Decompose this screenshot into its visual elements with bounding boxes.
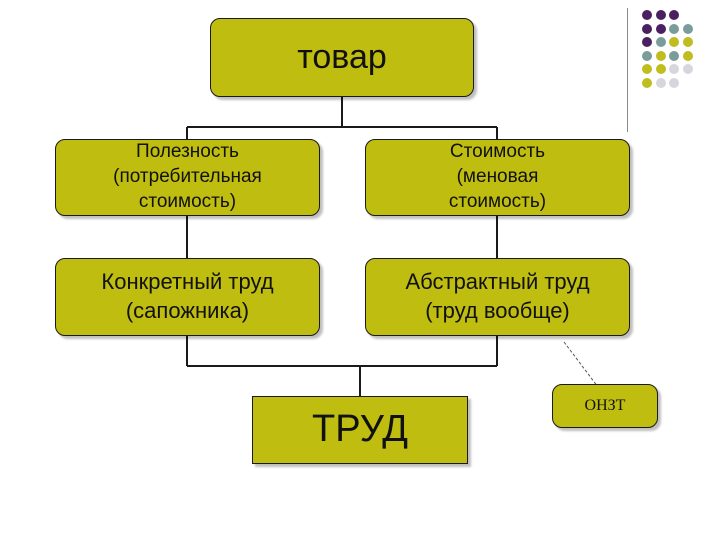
decorative-dot <box>669 10 679 20</box>
decorative-dot <box>642 23 652 34</box>
decorative-dot <box>642 37 652 47</box>
node-abstract-labor: Абстрактный труд (труд вообще) <box>365 258 630 336</box>
decorative-divider-line <box>627 8 628 132</box>
callout-onzt: ОНЗТ <box>552 384 658 428</box>
node-tovar: товар <box>210 18 474 97</box>
node-usefulness: Полезность (потребительная стоимость) <box>55 139 320 216</box>
decorative-dot <box>642 64 652 74</box>
decorative-dot <box>642 50 652 61</box>
decorative-dot <box>655 10 666 20</box>
decorative-dot <box>669 37 679 47</box>
decorative-dot <box>682 23 693 34</box>
decorative-dot <box>682 50 693 61</box>
decorative-dot <box>669 50 679 61</box>
node-labor: ТРУД <box>252 396 468 464</box>
callout-pointer-line <box>563 341 599 388</box>
decorative-dot <box>655 37 666 47</box>
decorative-dot <box>642 10 652 20</box>
decorative-dot <box>655 77 666 88</box>
decorative-dot <box>642 77 652 88</box>
node-value: Стоимость (меновая стоимость) <box>365 139 630 216</box>
decorative-dot <box>655 64 666 74</box>
decorative-dot <box>682 64 693 74</box>
decorative-dot <box>669 77 679 88</box>
node-concrete-labor: Конкретный труд (сапожника) <box>55 258 320 336</box>
decorative-dot <box>682 37 693 47</box>
decorative-dot <box>655 50 666 61</box>
decorative-dot <box>669 64 679 74</box>
decorative-dot <box>655 23 666 34</box>
decorative-dot <box>669 23 679 34</box>
